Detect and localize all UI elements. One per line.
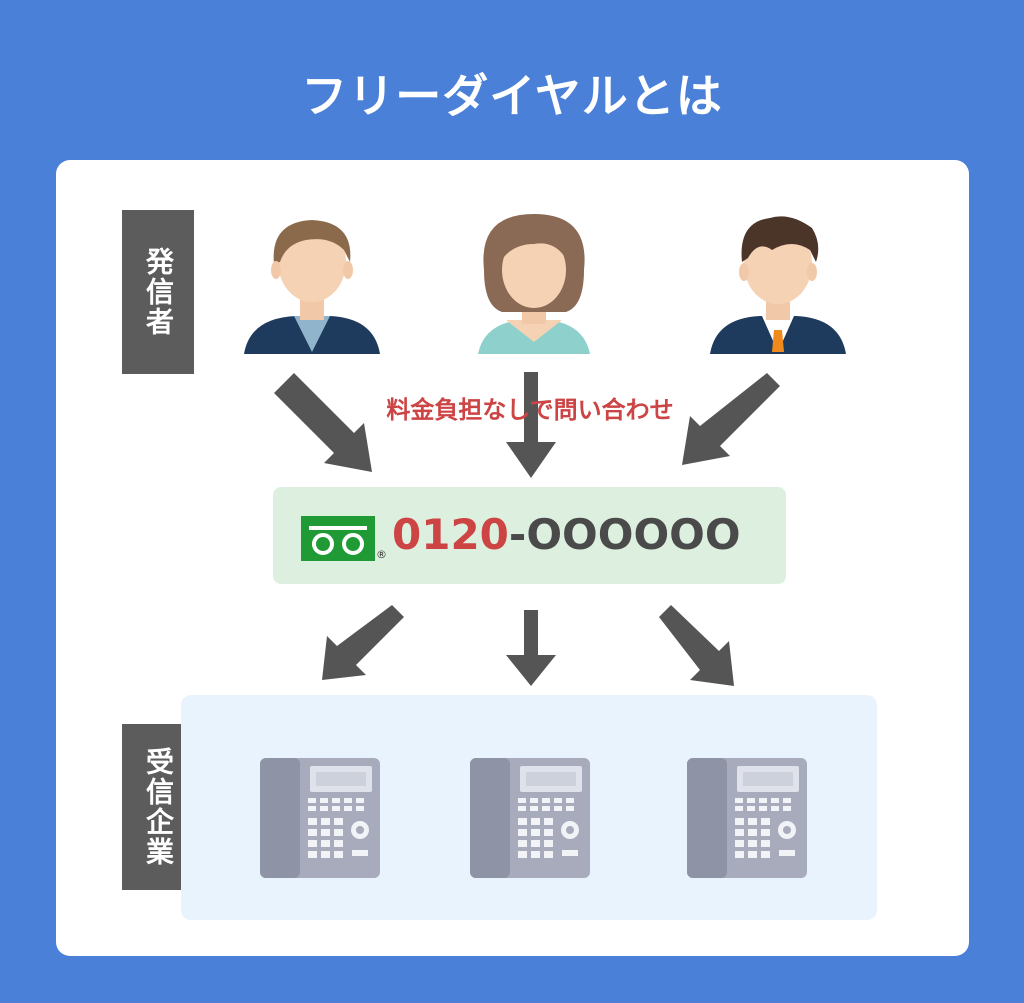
office-phone-icon bbox=[687, 758, 807, 878]
freedial-logo-icon bbox=[301, 516, 375, 561]
outgoing-arrows bbox=[322, 605, 734, 686]
page-title: フリーダイヤルとは bbox=[301, 69, 723, 123]
female-caller-icon bbox=[478, 214, 590, 354]
arrow-caller-right bbox=[682, 373, 780, 465]
phone-prefix: 0120 bbox=[392, 510, 509, 559]
arrow-receiver-left bbox=[322, 605, 404, 680]
male-caller-icon bbox=[244, 220, 380, 354]
office-phone-icon bbox=[470, 758, 590, 878]
fee-note: 料金負担なしで問い合わせ bbox=[386, 396, 674, 424]
arrow-receiver-right bbox=[659, 605, 734, 686]
incoming-arrows bbox=[274, 372, 780, 478]
phone-number: 0120-OOOOOO bbox=[392, 510, 741, 559]
caller-label: 発信者 bbox=[122, 210, 194, 374]
arrow-receiver-center bbox=[506, 610, 556, 686]
arrow-caller-center bbox=[506, 372, 556, 478]
arrow-caller-left bbox=[274, 373, 372, 472]
registered-mark: ® bbox=[376, 548, 387, 561]
businessman-caller-icon bbox=[710, 216, 846, 354]
phone-rest: -OOOOOO bbox=[508, 510, 741, 559]
office-phone-icon bbox=[260, 758, 380, 878]
